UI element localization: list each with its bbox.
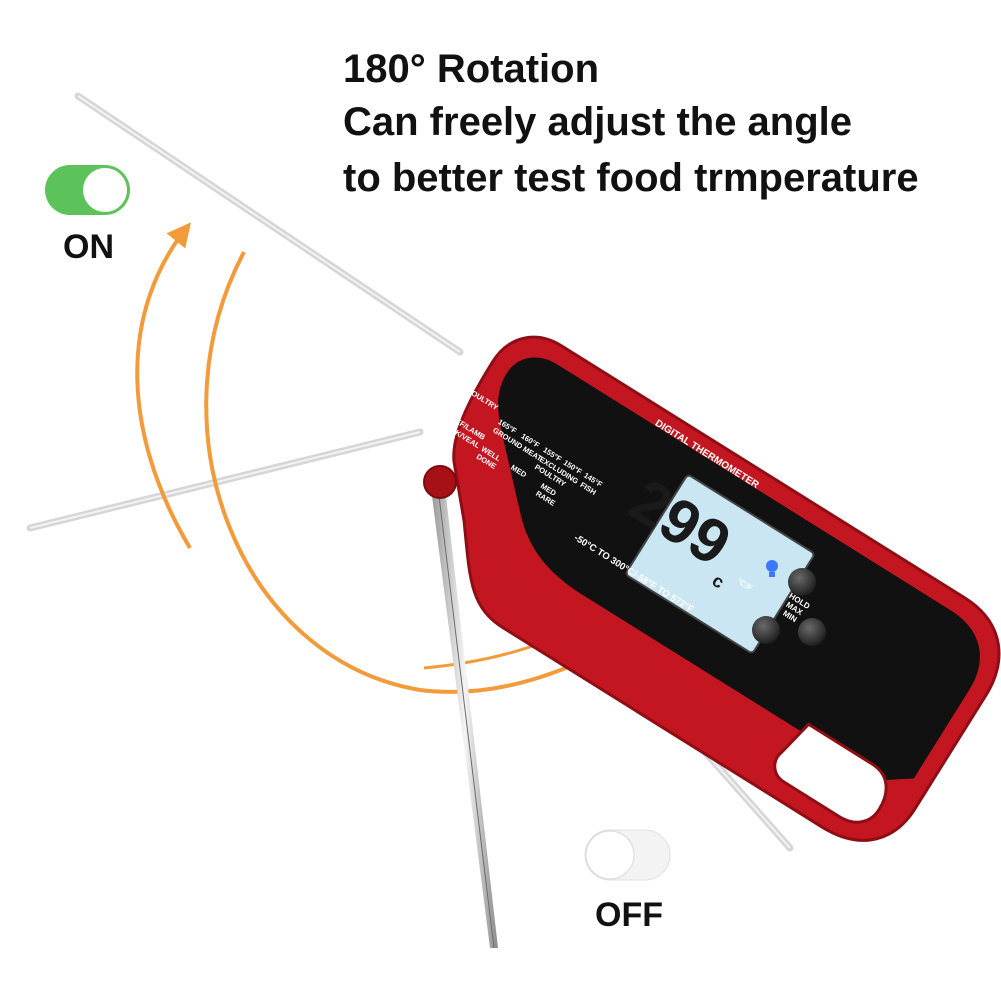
unit-button[interactable] <box>752 616 780 644</box>
probe-hinge <box>423 465 457 499</box>
lcd-screen <box>625 474 815 654</box>
toggle-off-label: OFF <box>595 896 663 934</box>
headline-line-1: Can freely adjust the angle <box>343 100 853 144</box>
hold-button[interactable] <box>788 568 816 596</box>
headline-title: 180° Rotation <box>343 47 600 91</box>
lightbulb-icon <box>766 560 778 577</box>
ghost-probe-upper <box>74 92 464 356</box>
headline: 180° Rotation Can freely adjust the angl… <box>343 44 919 206</box>
ghost-probe-middle <box>26 428 424 532</box>
rotation-arrow-inner <box>204 251 665 694</box>
rotation-arrow-outer <box>135 222 192 550</box>
min-max-button[interactable] <box>798 618 826 646</box>
toggle-on-label: ON <box>63 228 114 266</box>
probe <box>432 495 498 949</box>
toggle-on <box>45 165 130 215</box>
headline-line-2: to better test food trmperature <box>343 156 919 200</box>
toggle-off <box>584 829 671 881</box>
thermometer-body <box>452 335 1001 842</box>
